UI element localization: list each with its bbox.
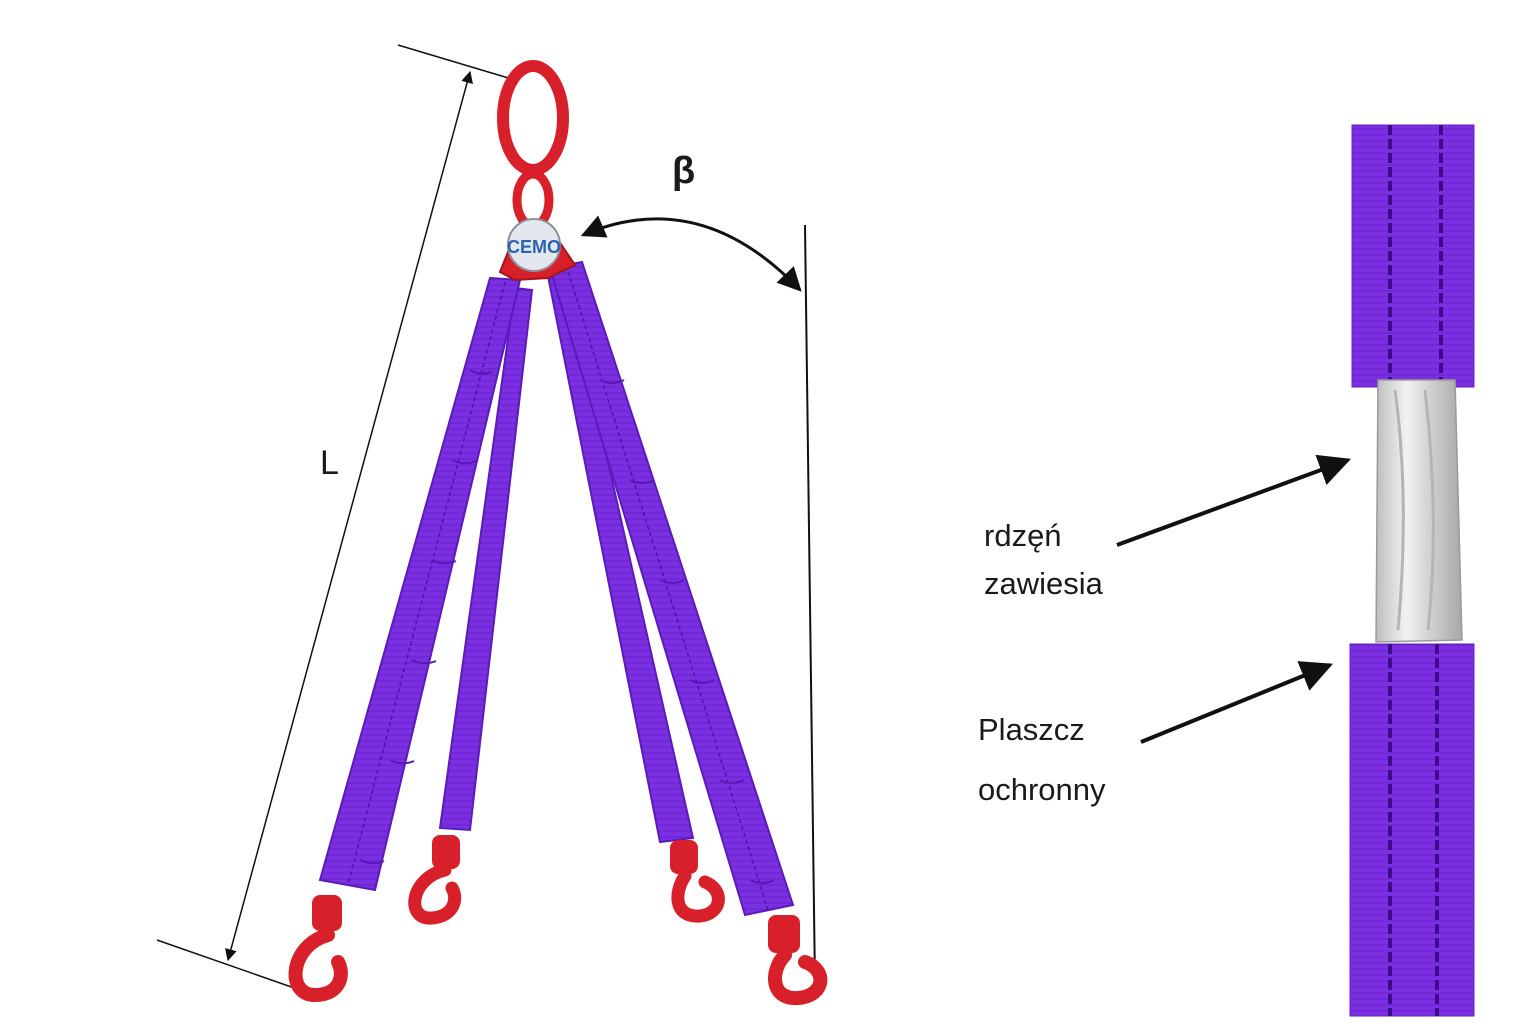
sling-leg-back-left	[438, 286, 534, 832]
sling-legs	[318, 260, 795, 917]
core-label: rdzęń zawiesia	[984, 512, 1103, 608]
cover-label: Plaszcz ochronny	[978, 700, 1106, 820]
length-extension-top	[397, 44, 516, 81]
id-tag	[507, 218, 561, 272]
core-section	[1375, 379, 1463, 643]
cover-upper-segment	[1351, 124, 1475, 388]
core-label-line-1: rdzęń	[984, 518, 1062, 553]
cover-label-line-1: Plaszcz	[978, 712, 1085, 747]
vertical-reference-line	[804, 224, 816, 986]
master-link	[497, 60, 569, 176]
hook-back-left	[408, 835, 462, 925]
length-arrow	[225, 70, 473, 962]
cover-label-line-2: ochronny	[978, 772, 1106, 807]
hook-back-right	[670, 840, 725, 923]
master-link-assembly: CEMO	[497, 60, 577, 282]
hooks	[288, 835, 828, 1005]
angle-dimension	[580, 215, 816, 986]
cover-lower-segment	[1349, 643, 1475, 1017]
core-label-line-2: zawiesia	[984, 566, 1103, 601]
angle-label: β	[672, 150, 696, 192]
sling-cross-section	[1349, 124, 1475, 1017]
length-dimension	[156, 44, 516, 991]
length-extension-bottom	[156, 939, 301, 991]
angle-arc-arrow	[580, 215, 802, 292]
cover-callout-arrow	[1140, 661, 1333, 744]
hook-front-left	[288, 895, 348, 1003]
core-callout-arrow	[1116, 454, 1352, 547]
hook-front-right	[768, 915, 828, 1005]
brand-tag-text: CEMO	[507, 237, 561, 257]
length-label: L	[320, 444, 339, 482]
sling-leg-front-left	[318, 276, 522, 892]
